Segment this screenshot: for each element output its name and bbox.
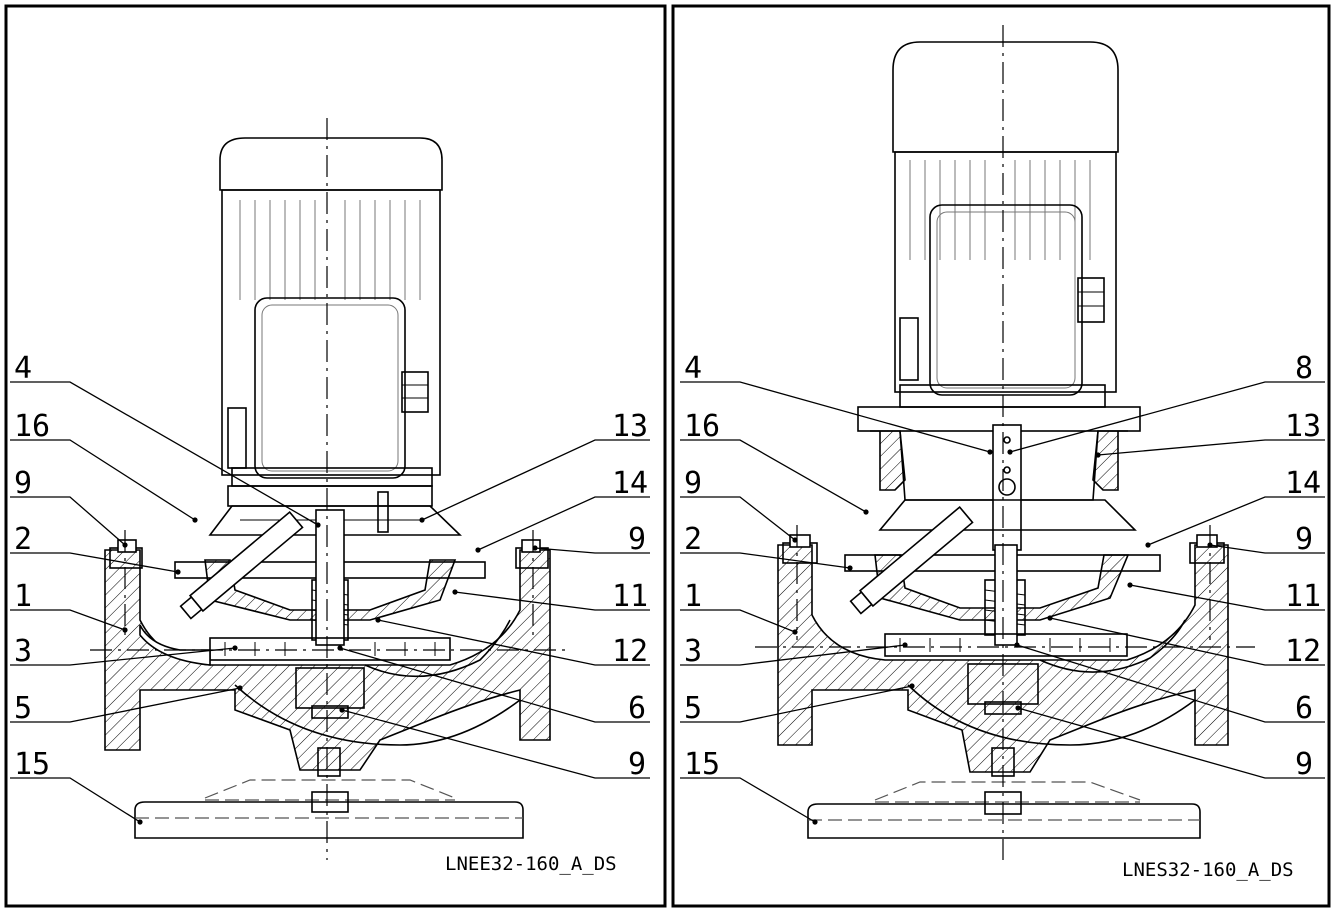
- right-callouts-left: 4 16 9 2 1 3 5 15: [684, 351, 720, 782]
- callout-number: 2: [14, 522, 32, 557]
- callout-number: 14: [612, 466, 648, 501]
- model-label: LNEE32-160_A_DS: [445, 853, 617, 875]
- callout-number: 13: [1285, 409, 1321, 444]
- right-pump-drawing: [755, 25, 1255, 860]
- callout-number: 4: [14, 351, 32, 386]
- left-panel-frame: [4, 4, 667, 908]
- right-leader-lines: [680, 381, 1325, 825]
- right-panel-frame: [671, 4, 1331, 908]
- callout-number: 6: [628, 691, 646, 726]
- left-leader-lines: [10, 381, 650, 825]
- right-callouts-right: 8 13 14 9 11 12 6 9: [1285, 351, 1321, 782]
- callout-number: 11: [1285, 579, 1321, 614]
- callout-number: 1: [14, 579, 32, 614]
- right-panel: 4 16 9 2 1 3 5 15 8 13 14 9 11 12 6 9 LN…: [671, 4, 1331, 908]
- left-panel: 4 16 9 2 1 3 5 15 13 14 9 11 12 6 9 LNEE…: [4, 4, 667, 908]
- callout-number: 15: [684, 747, 720, 782]
- callout-number: 3: [684, 634, 702, 669]
- callout-number: 13: [612, 409, 648, 444]
- callout-number: 5: [684, 691, 702, 726]
- callout-number: 8: [1295, 351, 1313, 386]
- callout-number: 1: [684, 579, 702, 614]
- callout-number: 9: [14, 466, 32, 501]
- callout-number: 9: [628, 522, 646, 557]
- callout-number: 12: [1285, 634, 1321, 669]
- callout-number: 3: [14, 634, 32, 669]
- callout-number: 9: [1295, 522, 1313, 557]
- callout-number: 16: [684, 409, 720, 444]
- callout-number: 15: [14, 747, 50, 782]
- callout-number: 14: [1285, 466, 1321, 501]
- callout-number: 9: [1295, 747, 1313, 782]
- callout-number: 6: [1295, 691, 1313, 726]
- callout-number: 9: [628, 747, 646, 782]
- model-label: LNES32-160_A_DS: [1122, 859, 1294, 881]
- callout-number: 11: [612, 579, 648, 614]
- callout-number: 2: [684, 522, 702, 557]
- callout-number: 16: [14, 409, 50, 444]
- callout-number: 12: [612, 634, 648, 669]
- left-callouts-left: 4 16 9 2 1 3 5 15: [14, 351, 50, 782]
- left-callouts-right: 13 14 9 11 12 6 9: [612, 409, 648, 782]
- callout-number: 4: [684, 351, 702, 386]
- left-pump-drawing: [90, 118, 570, 860]
- callout-number: 9: [684, 466, 702, 501]
- callout-number: 5: [14, 691, 32, 726]
